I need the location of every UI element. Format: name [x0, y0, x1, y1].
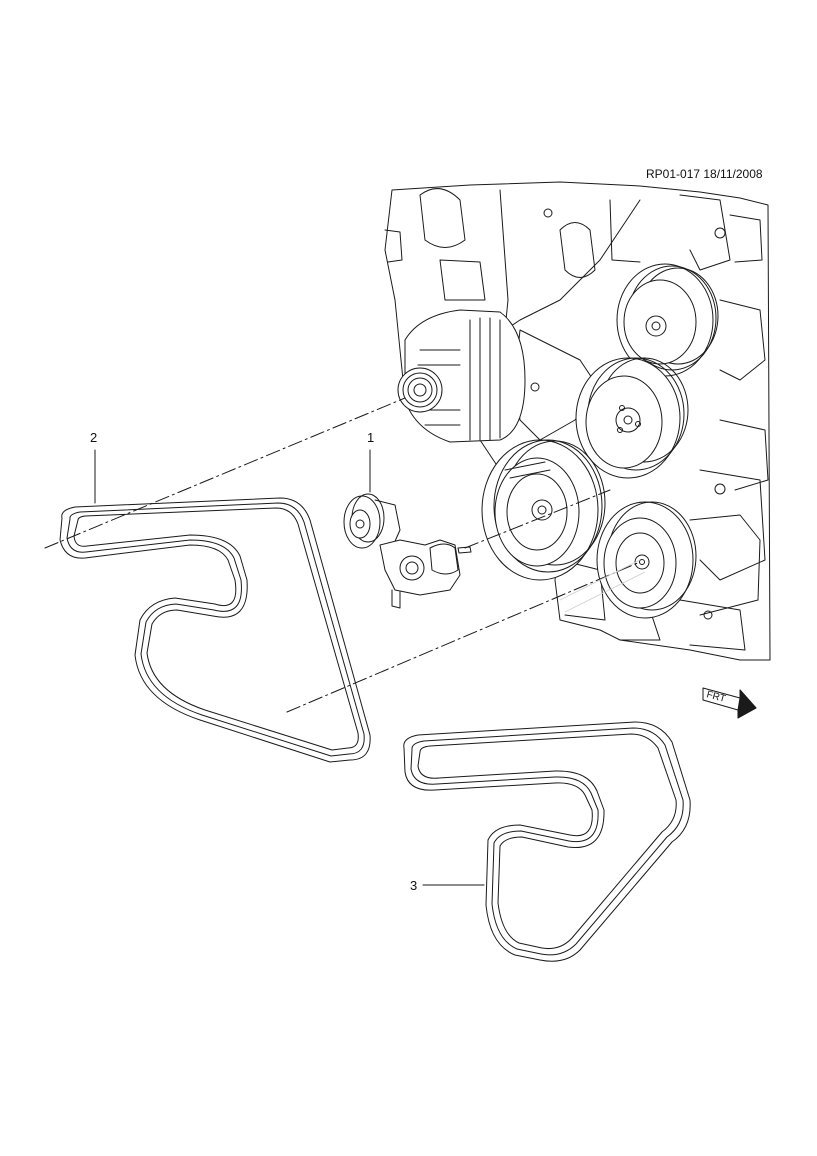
alignment-lines	[44, 397, 641, 713]
leader-lines	[94, 449, 485, 886]
frt-label: FRT	[705, 689, 726, 705]
alternator	[397, 309, 526, 443]
document-reference: RP01-017 18/11/2008	[646, 167, 763, 181]
drive-belt-large	[59, 497, 371, 763]
callout-2: 2	[90, 430, 98, 445]
belt-tensioner	[343, 493, 472, 609]
power-steering-pulley	[616, 263, 719, 377]
callout-1: 1	[367, 430, 375, 445]
watermark	[559, 559, 646, 613]
water-pump-pulley	[575, 357, 689, 479]
crankshaft-pulley	[481, 439, 606, 581]
drive-belt-small	[403, 721, 691, 962]
callout-3: 3	[410, 878, 418, 893]
front-direction-arrow	[702, 687, 757, 719]
ac-compressor	[596, 501, 761, 619]
